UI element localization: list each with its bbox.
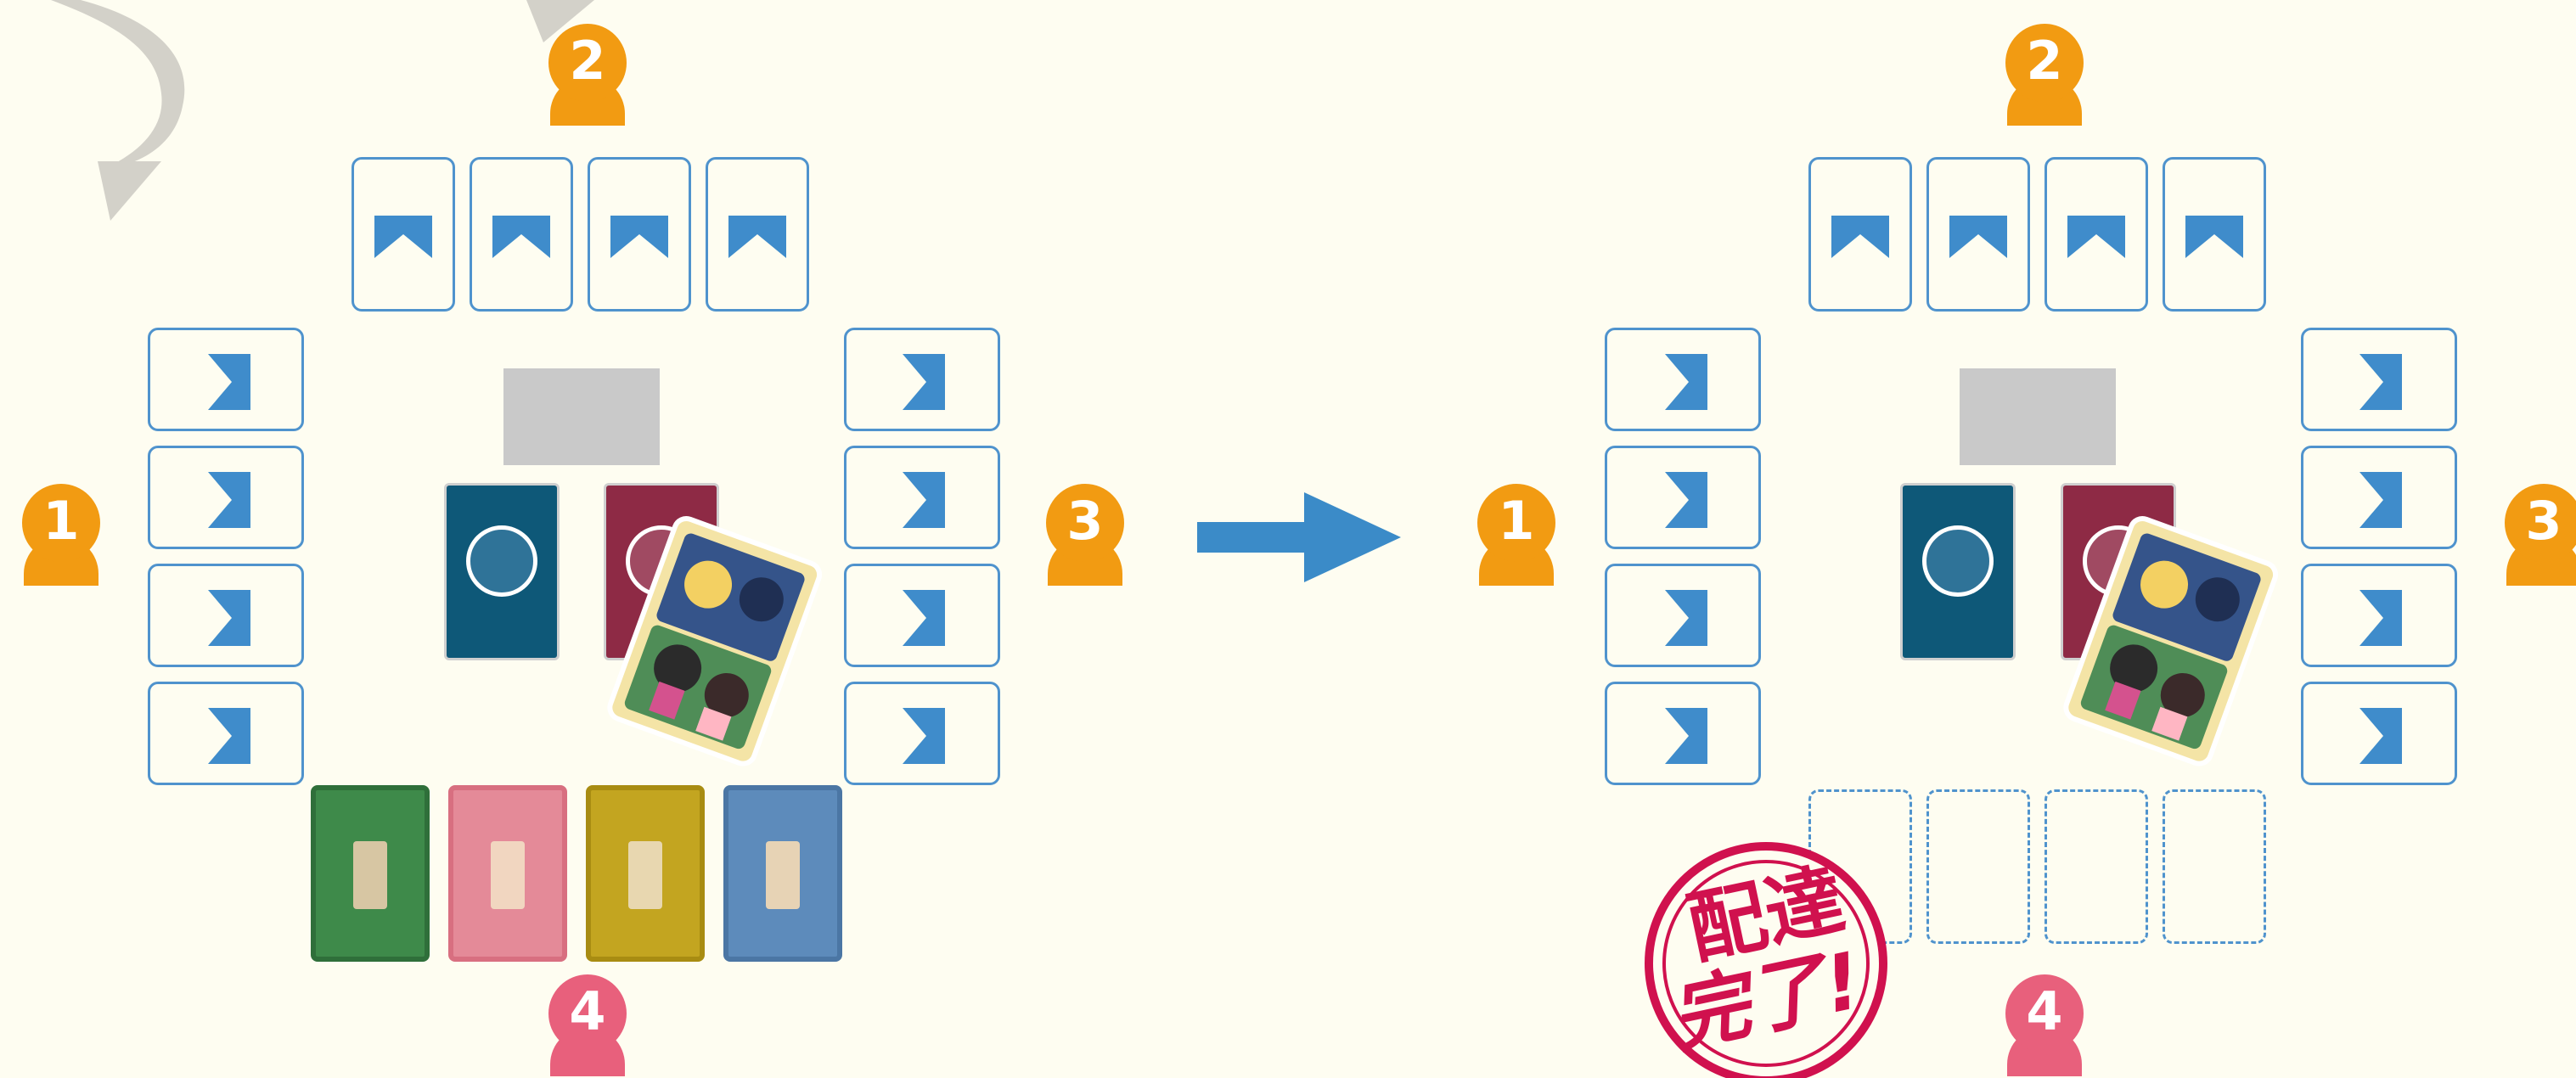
empty-card-slot [2044,789,2148,944]
player-3-number: 3 [2525,490,2562,552]
decorative-swirl [51,0,594,221]
player-2-pawn: 2 [548,24,627,126]
player-2-number: 2 [569,30,606,92]
player-4-pawn: 4 [2005,974,2084,1076]
card-facedown [2301,446,2457,549]
card-facedown [2301,682,2457,785]
card-facedown [588,157,691,312]
card-faceup [448,785,567,962]
chevron-left-icon [1665,590,1707,646]
card-facedown [844,328,1000,431]
empty-card-slot [2163,789,2266,944]
card-facedown [1605,682,1761,785]
chevron-up-icon [610,216,668,258]
delivery-complete-stamp: 配達 完了! [1643,840,1889,1078]
chevron-up-icon [728,216,786,258]
emblem-icon [1922,525,1994,597]
discard-area [503,368,660,465]
card-facedown [2301,564,2457,667]
emblem-icon [466,525,537,597]
chevron-up-icon [2185,216,2243,258]
chevron-left-icon [208,708,250,764]
card-facedown [2044,157,2148,312]
chevron-up-icon [492,216,550,258]
chevron-right-icon [903,472,945,528]
chevron-right-icon [2359,472,2402,528]
player-4-number: 4 [2026,980,2063,1042]
chevron-right-icon [903,590,945,646]
chevron-left-icon [1665,708,1707,764]
chevron-left-icon [1665,354,1707,410]
card-facedown [148,564,304,667]
chevron-left-icon [208,590,250,646]
card-facedown [844,564,1000,667]
player-3-number: 3 [1066,490,1104,552]
card-faceup [723,785,842,962]
chevron-up-icon [374,216,432,258]
card-facedown [148,682,304,785]
chevron-right-icon [903,708,945,764]
player-1-pawn: 1 [22,484,100,586]
card-facedown [1926,157,2030,312]
player-1-pawn: 1 [1477,484,1555,586]
chevron-left-icon [1665,472,1707,528]
chevron-right-icon [2359,590,2402,646]
chevron-up-icon [1831,216,1889,258]
chevron-right-icon [2359,708,2402,764]
chevron-up-icon [2067,216,2125,258]
right-arrow-icon [1197,492,1401,582]
player-3-pawn: 3 [1046,484,1124,586]
card-facedown [148,446,304,549]
deck-blue [1900,483,2016,660]
card-facedown [706,157,809,312]
player-4-pawn: 4 [548,974,627,1076]
player-3-pawn: 3 [2505,484,2576,594]
character-card [2063,516,2279,766]
card-facedown [2163,157,2266,312]
card-faceup [311,785,430,962]
player-4-number: 4 [569,980,606,1042]
chevron-right-icon [2359,354,2402,410]
card-facedown [1808,157,1912,312]
card-facedown [2301,328,2457,431]
player-1-number: 1 [42,490,80,552]
deck-blue [444,483,560,660]
discard-area [1960,368,2116,465]
empty-card-slot [1926,789,2030,944]
card-facedown [844,446,1000,549]
player-2-pawn: 2 [2005,24,2084,126]
chevron-right-icon [903,354,945,410]
card-faceup [586,785,705,962]
chevron-left-icon [208,472,250,528]
player-2-number: 2 [2026,30,2063,92]
card-facedown [844,682,1000,785]
card-facedown [470,157,573,312]
player-1-number: 1 [1498,490,1535,552]
card-facedown [148,328,304,431]
card-facedown [1605,446,1761,549]
card-facedown [1605,564,1761,667]
character-card [607,516,823,766]
card-facedown [1605,328,1761,431]
chevron-left-icon [208,354,250,410]
card-facedown [352,157,455,312]
chevron-up-icon [1949,216,2007,258]
